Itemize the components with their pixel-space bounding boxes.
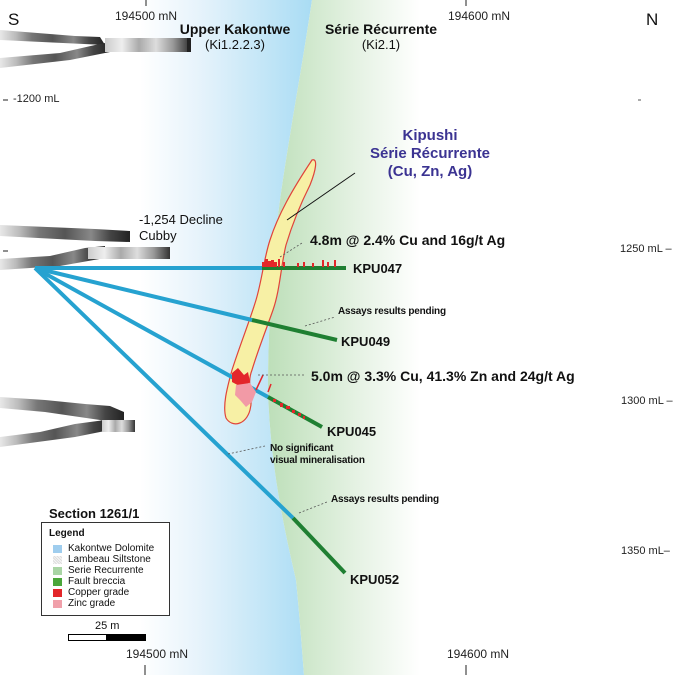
legend-swatch: [53, 588, 62, 597]
kpu045-label: KPU045: [327, 424, 377, 439]
underground-workings-cubby: [0, 225, 170, 270]
zinc-grade-kpu045: [235, 383, 256, 407]
scale-bar: [68, 634, 146, 641]
legend-item-copper: Copper grade: [53, 587, 129, 598]
target-line-1: Kipushi: [402, 127, 458, 144]
kpu049-note: Assays results pending: [338, 306, 446, 317]
scale-bar-white-segment: [69, 635, 106, 640]
unit-name: Upper Kakontwe: [179, 21, 291, 37]
legend-item-serie: Serie Recurrente: [53, 565, 144, 576]
northing-top-194500: 194500 mN: [115, 9, 178, 23]
underground-workings-upper: [0, 30, 191, 68]
legend-label: Lambeau Siltstone: [68, 554, 151, 565]
kpu052-note: Assays results pending: [331, 494, 439, 505]
legend-item-kakontwe: Kakontwe Dolomite: [53, 543, 154, 554]
orebody-outline: [224, 159, 317, 425]
unit-serie-recurrente: Série Récurrente (Ki2.1): [322, 21, 440, 52]
legend-label: Serie Recurrente: [68, 565, 144, 576]
drill-kpu045-blue: [34, 266, 269, 399]
kpu045-result: 5.0m @ 3.3% Cu, 41.3% Zn and 24g/t Ag: [311, 368, 575, 384]
cubby-line-1: -1,254 Decline: [139, 212, 223, 227]
kpu052-label: KPU052: [350, 572, 400, 587]
target-line-3: (Cu, Zn, Ag): [387, 163, 473, 180]
kpu052-leader: [298, 501, 328, 514]
legend-swatch: [53, 544, 62, 553]
legend: Legend Kakontwe Dolomite Lambeau Siltsto…: [41, 522, 170, 616]
unit-code: (Ki2.1): [361, 37, 401, 52]
kpu047-result: 4.8m @ 2.4% Cu and 16g/t Ag: [310, 232, 506, 248]
kpu047-leader: [279, 242, 303, 258]
kakontwe-dolomite-zone: [140, 0, 312, 675]
northing-bottom-194500: 194500 mN: [126, 647, 189, 661]
kpu047-label: KPU047: [353, 261, 403, 276]
drill-kpu052-green: [291, 516, 347, 575]
drill-kpu049-blue: [34, 266, 253, 322]
legend-swatch: [53, 577, 62, 586]
legend-item-lambeau: Lambeau Siltstone: [53, 554, 151, 565]
drillhole-traces: [33, 266, 347, 575]
scale-bar-black-segment: [106, 635, 145, 640]
level-right-1350: 1350 mL–: [621, 545, 670, 557]
northing-bottom-194600: 194600 mN: [447, 647, 510, 661]
northing-top-194600: 194600 mN: [448, 9, 511, 23]
north-label: N: [646, 10, 659, 29]
underground-workings-lower: [0, 397, 135, 447]
legend-label: Copper grade: [68, 587, 130, 598]
legend-swatch: [53, 599, 62, 608]
legend-item-fault-breccia: Fault breccia: [53, 576, 125, 587]
target-label: Kipushi Série Récurrente (Cu, Zn, Ag): [360, 127, 500, 181]
level-left-1200: -1200 mL: [13, 93, 60, 105]
target-line-2: Série Récurrente: [369, 145, 491, 162]
legend-swatch: [53, 555, 62, 564]
copper-grade-kpu045: [232, 368, 305, 419]
legend-label: Kakontwe Dolomite: [68, 543, 155, 554]
note-line-1: No significant: [270, 443, 334, 454]
scale-label: 25 m: [95, 620, 120, 632]
cubby-label: -1,254 Decline Cubby: [139, 212, 223, 244]
unit-upper-kakontwe: Upper Kakontwe (Ki1.2.2.3): [176, 21, 294, 52]
target-leader-line: [286, 172, 356, 221]
unit-name: Série Récurrente: [324, 21, 438, 37]
legend-title: Legend: [49, 528, 85, 539]
legend-item-zinc: Zinc grade: [53, 598, 115, 609]
level-right-1250: 1250 mL –: [620, 243, 672, 255]
drill-kpu049-green: [251, 318, 338, 342]
legend-swatch: [53, 566, 62, 575]
note-line-2: visual mineralisation: [270, 455, 365, 466]
drill-kpu052-blue: [33, 266, 295, 520]
kpu045-no-signif-note: No significant visual mineralisation: [270, 443, 365, 467]
cubby-line-2: Cubby: [139, 228, 177, 243]
legend-label: Zinc grade: [68, 598, 116, 609]
level-right-1300: 1300 mL –: [621, 395, 673, 407]
unit-code: (Ki1.2.2.3): [205, 37, 265, 52]
south-label: S: [8, 10, 20, 29]
copper-grade-kpu047: [262, 259, 336, 267]
section-title: Section 1261/1: [49, 506, 140, 521]
legend-label: Fault breccia: [68, 576, 126, 587]
kpu049-label: KPU049: [341, 334, 391, 349]
kpu049-leader: [304, 316, 336, 327]
